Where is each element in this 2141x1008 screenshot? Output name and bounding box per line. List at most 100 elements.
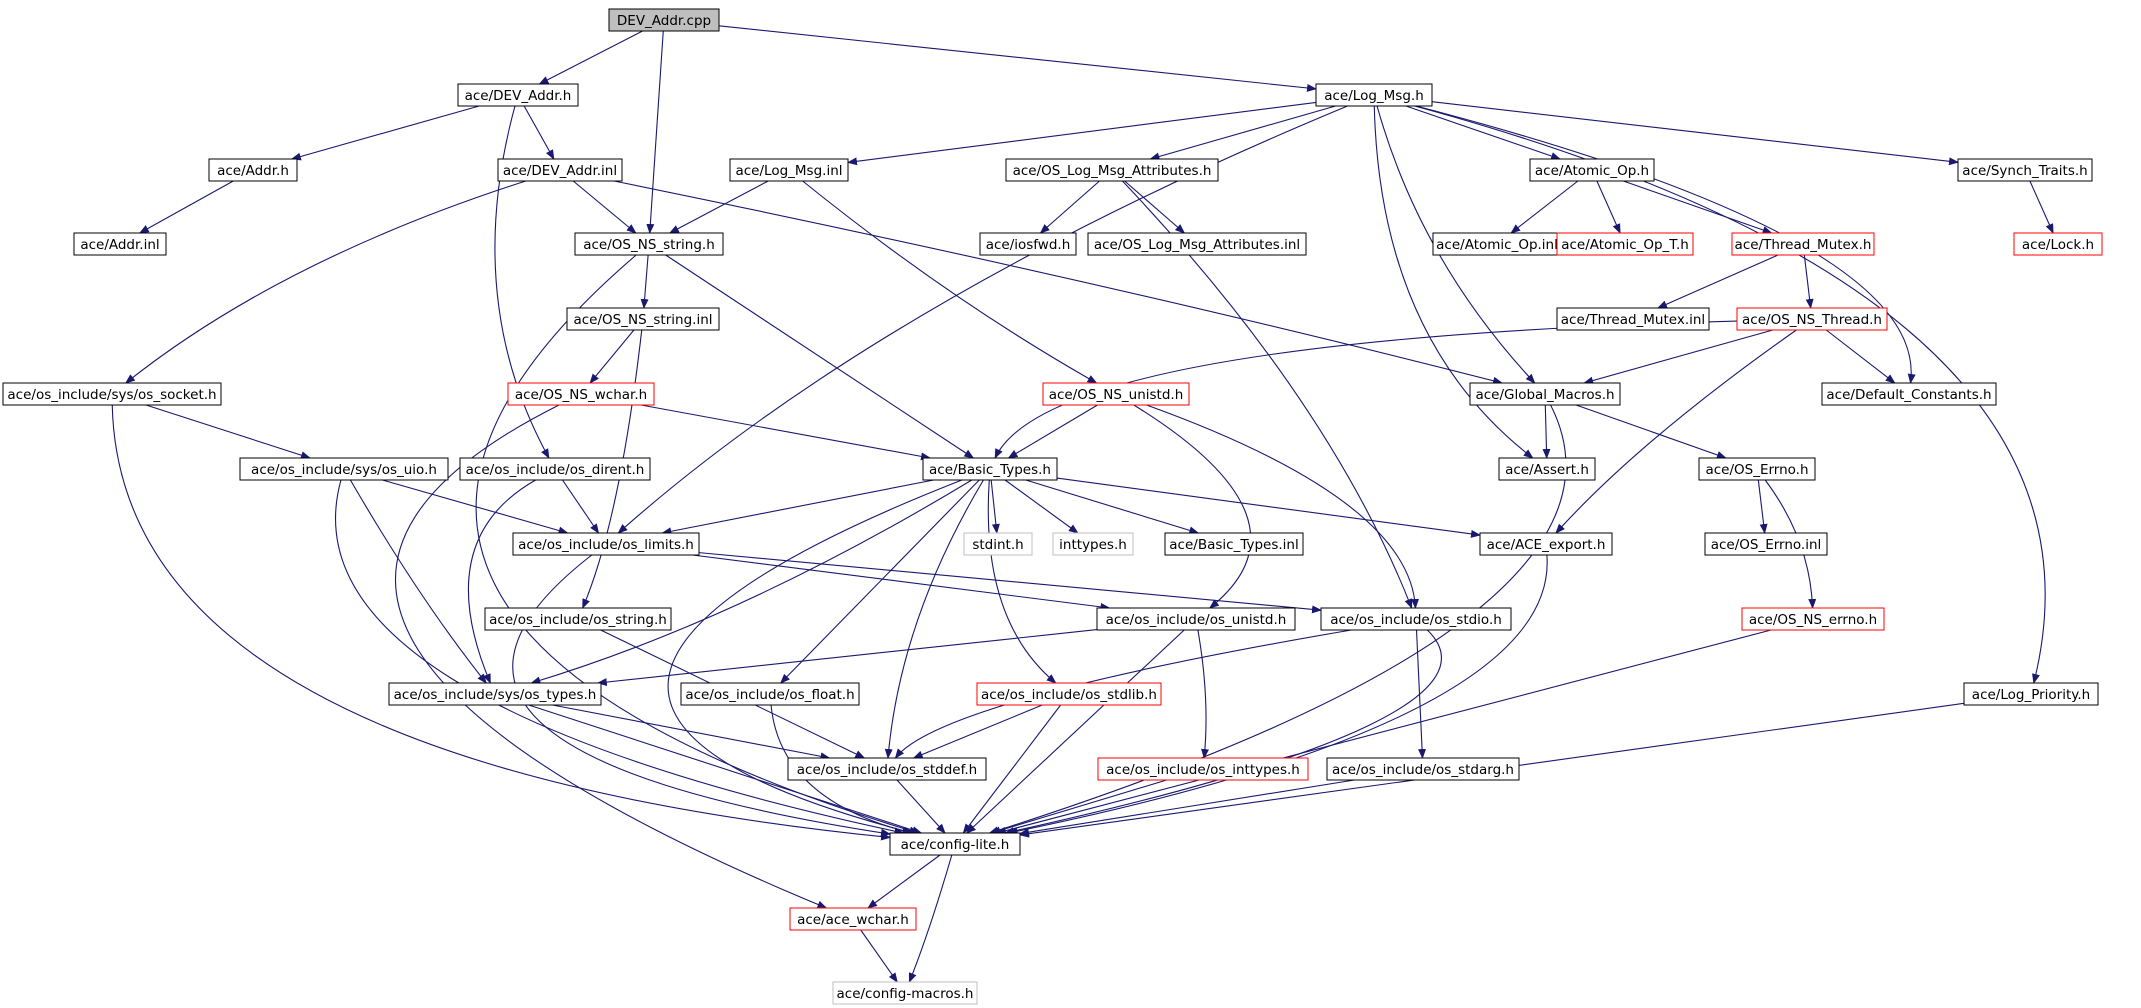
edge-ace_os_ns_thread_h-to-ace_basic_types_h [994,320,1738,459]
node-ace_os_include_os_limits_h[interactable]: ace/os_include/os_limits.h [512,532,700,556]
node-ace_os_ns_string_h[interactable]: ace/OS_NS_string.h [574,232,724,256]
node-label: ace/OS_Log_Msg_Attributes.h [1013,163,1212,179]
node-ace_ace_export_h[interactable]: ace/ACE_export.h [1479,532,1613,556]
node-ace_os_ns_wchar_h[interactable]: ace/OS_NS_wchar.h [507,382,655,406]
node-ace_os_errno_h[interactable]: ace/OS_Errno.h [1698,457,1816,481]
node-box [1821,382,1997,406]
node-label: ace/OS_NS_errno.h [1749,612,1877,628]
node-ace_atomic_op_inl[interactable]: ace/Atomic_Op.inl [1432,232,1562,256]
node-label: ace/Atomic_Op.h [1535,163,1649,179]
node-box [1963,682,2099,706]
edge-ace_os_ns_string_h-to-ace_basic_types_h [665,254,975,459]
node-label: ace/os_include/os_inttypes.h [1106,762,1300,778]
node-ace_os_errno_inl[interactable]: ace/OS_Errno.inl [1704,532,1828,556]
node-label: ace/Default_Constants.h [1826,387,1991,403]
node-label: ace/DEV_Addr.inl [503,163,617,179]
node-ace_atomic_op_t_h[interactable]: ace/Atomic_Op_T.h [1556,232,1694,256]
node-ace_os_ns_string_inl[interactable]: ace/OS_NS_string.inl [566,307,720,331]
node-ace_addr_h[interactable]: ace/Addr.h [208,158,298,182]
node-ace_os_include_sys_os_types_h[interactable]: ace/os_include/sys/os_types.h [388,682,602,706]
edge-ace_log_msg_h-to-ace_atomic_op_h [1405,105,1561,160]
node-box [1556,232,1694,256]
node-ace_thread_mutex_h[interactable]: ace/Thread_Mutex.h [1731,232,1875,256]
edge-ace_global_macros_h-to-ace_os_errno_h [1575,404,1727,459]
edge-ace_os_log_msg_attributes_h-to-ace_iosfwd_h [1039,180,1100,234]
edge-ace_dev_addr_inl-to-ace_os_ns_string_h [572,180,637,234]
node-ace_log_msg_inl[interactable]: ace/Log_Msg.inl [729,158,849,182]
edge-ace_config_lite_h-to-ace_config_macros_h [908,854,953,983]
node-box [608,8,720,32]
node-ace_ace_wchar_h[interactable]: ace/ace_wchar.h [789,907,917,931]
node-box [1704,532,1828,556]
node-label: ace/config-macros.h [837,986,974,1002]
node-ace_default_constants_h[interactable]: ace/Default_Constants.h [1821,382,1997,406]
node-ace_lock_h[interactable]: ace/Lock.h [2013,232,2103,256]
edge-ace_os_include_sys_os_types_h-to-ace_os_include_os_stddef_h [552,704,831,761]
node-label: ace/ace_wchar.h [797,912,909,928]
node-ace_dev_addr_h[interactable]: ace/DEV_Addr.h [457,83,579,107]
node-label: DEV_Addr.cpp [617,13,711,29]
node-ace_assert_h[interactable]: ace/Assert.h [1498,457,1596,481]
node-box [1469,382,1621,406]
node-ace_os_ns_thread_h[interactable]: ace/OS_NS_Thread.h [1736,307,1888,331]
node-box [208,158,298,182]
edge-ace_basic_types_h-to-ace_config_lite_h [667,479,963,835]
node-ace_os_include_os_stdlib_h[interactable]: ace/os_include/os_stdlib.h [976,682,1162,706]
node-ace_os_include_os_inttypes_h[interactable]: ace/os_include/os_inttypes.h [1097,757,1309,781]
node-ace_synch_traits_h[interactable]: ace/Synch_Traits.h [1957,158,2093,182]
node-label: ace/Log_Msg.h [1324,88,1424,104]
node-label: ace/OS_NS_wchar.h [515,387,647,403]
node-ace_os_include_os_unistd_h[interactable]: ace/os_include/os_unistd.h [1096,607,1296,631]
node-label: ace/Thread_Mutex.h [1735,237,1872,253]
node-ace_atomic_op_h[interactable]: ace/Atomic_Op.h [1529,158,1655,182]
node-ace_os_include_sys_os_socket_h[interactable]: ace/os_include/sys/os_socket.h [2,382,222,406]
node-ace_os_include_os_string_h[interactable]: ace/os_include/os_string.h [484,607,672,631]
node-ace_os_include_os_dirent_h[interactable]: ace/os_include/os_dirent.h [459,457,651,481]
node-ace_os_log_msg_attributes_h[interactable]: ace/OS_Log_Msg_Attributes.h [1005,158,1219,182]
node-ace_config_macros_h[interactable]: ace/config-macros.h [832,981,978,1005]
node-label: ace/Basic_Types.h [929,462,1051,478]
node-ace_os_include_os_stdarg_h[interactable]: ace/os_include/os_stdarg.h [1326,757,1520,781]
edge-ace_os_log_msg_attributes_h-to-ace_os_log_msg_attributes_inl [1124,180,1186,234]
node-ace_os_log_msg_attributes_inl[interactable]: ace/OS_Log_Msg_Attributes.inl [1087,232,1307,256]
node-label: ace/OS_NS_string.h [583,237,715,253]
node-ace_config_lite_h[interactable]: ace/config-lite.h [889,832,1021,856]
node-label: stdint.h [972,537,1023,553]
edge-ace_os_include_sys_os_uio_h-to-ace_config_lite_h [335,479,905,836]
edge-ace_os_ns_thread_h-to-ace_ace_export_h [1555,329,1797,534]
node-ace_os_include_os_stddef_h[interactable]: ace/os_include/os_stddef.h [787,757,987,781]
node-label: ace/Addr.inl [80,237,159,253]
node-ace_os_ns_errno_h[interactable]: ace/OS_NS_errno.h [1741,607,1885,631]
node-inttypes_h[interactable]: inttypes.h [1052,532,1134,556]
edge-dev_addr_cpp-to-ace_dev_addr_h [538,30,643,85]
edge-ace_os_include_os_unistd_h-to-ace_os_include_sys_os_types_h [596,629,1098,687]
edge-ace_basic_types_h-to-ace_os_include_os_stdlib_h [987,479,1057,684]
node-ace_os_include_os_float_h[interactable]: ace/os_include/os_float.h [680,682,860,706]
node-ace_log_msg_h[interactable]: ace/Log_Msg.h [1315,83,1433,107]
edge-ace_os_include_os_stdio_h-to-ace_config_lite_h [1004,629,1442,835]
node-box [787,757,987,781]
node-box [1731,232,1875,256]
node-box [1736,307,1888,331]
node-box [1164,532,1304,556]
node-ace_basic_types_inl[interactable]: ace/Basic_Types.inl [1164,532,1304,556]
node-label: ace/Assert.h [1505,462,1589,478]
edge-ace_os_include_sys_os_uio_h-to-ace_os_include_os_limits_h [382,479,569,535]
node-dev_addr_cpp[interactable]: DEV_Addr.cpp [608,8,720,32]
node-ace_basic_types_h[interactable]: ace/Basic_Types.h [922,457,1058,481]
node-ace_os_include_os_stdio_h[interactable]: ace/os_include/os_stdio.h [1320,607,1512,631]
node-ace_global_macros_h[interactable]: ace/Global_Macros.h [1469,382,1621,406]
node-label: ace/os_include/os_stdarg.h [1332,762,1514,778]
node-stdint_h[interactable]: stdint.h [963,532,1033,556]
node-ace_dev_addr_inl[interactable]: ace/DEV_Addr.inl [497,158,623,182]
node-ace_addr_inl[interactable]: ace/Addr.inl [73,232,167,256]
node-label: ace/os_include/os_float.h [685,687,854,703]
edge-ace_basic_types_h-to-stdint_h [990,479,1000,534]
node-ace_os_ns_unistd_h[interactable]: ace/OS_NS_unistd.h [1042,382,1190,406]
edge-ace_basic_types_h-to-ace_os_include_os_limits_h [661,479,934,536]
node-box [979,232,1077,256]
node-ace_thread_mutex_inl[interactable]: ace/Thread_Mutex.inl [1556,307,1710,331]
node-ace_log_priority_h[interactable]: ace/Log_Priority.h [1963,682,2099,706]
node-ace_iosfwd_h[interactable]: ace/iosfwd.h [979,232,1077,256]
node-ace_os_include_sys_os_uio_h[interactable]: ace/os_include/sys/os_uio.h [239,457,449,481]
